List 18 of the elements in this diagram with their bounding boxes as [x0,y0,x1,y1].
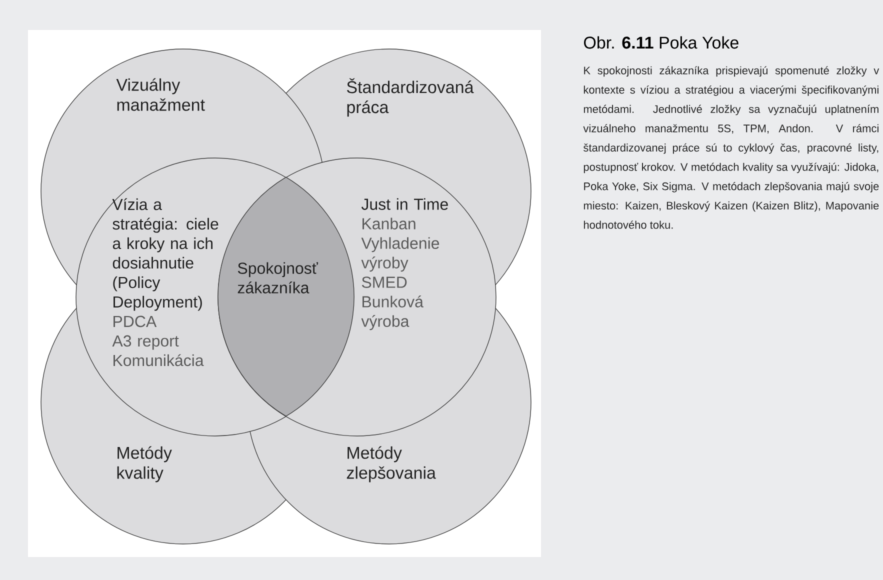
caption-paragraph: K spokojnosti zákazníka prispievajú spomenuté zložky v kontexte s víziou a stratégiou a viacerými špecifikovanými metódami. Jednotlivé zložky sa vyznačujú uplatnením vizuálneho manažmentu 5S, TPM, Andon. V rámci štandardizovanej práce sú to cyklový čas, pracovné listy, postupnosť krokov. V metódach kvality sa využívajú: Jidoka, Poka Yoke, Six Sigma. V metódach zlepšovania majú svoje miesto: Kaizen, Bleskový Kaizen (Kaizen Blitz), Mapovanie hodnotového toku. [583,66,880,229]
circle-label: Vizuálny manažment [116,78,205,111]
node-label: PDCA [114,316,157,328]
node-label: A3 report [112,335,179,350]
circle-label: Metódy zlepšovania [346,446,436,482]
node-label: Vyhladenie výroby [361,237,440,272]
circle-label: Vízia a stratégia: ciele a kroky na ich dosiahnutie (Policy Deployment) PDCA A3 report Komunikácia [112,198,218,366]
circle-label: Metódy kvality [117,446,172,482]
node-label: Komunikácia [114,354,204,366]
circle-label: Just in Time Kanban Vyhladenie výroby SMED Bunková výroba [361,198,448,330]
node-label: Bunková výroba [361,296,424,330]
node-label: Kanban [362,218,416,230]
node-label: Just in Time [361,198,448,210]
figure-title: Obr. 6.11 Poka Yoke [584,36,738,49]
node-label: Vízia a stratégia: ciele a kroky na ich dosiahnutie (Policy Deployment) [112,198,218,311]
node-label: SMED [362,276,407,288]
lens-label: Spokojnosť zákazníka [238,262,318,294]
circle-label: Štandardizovaná práca [346,78,474,117]
